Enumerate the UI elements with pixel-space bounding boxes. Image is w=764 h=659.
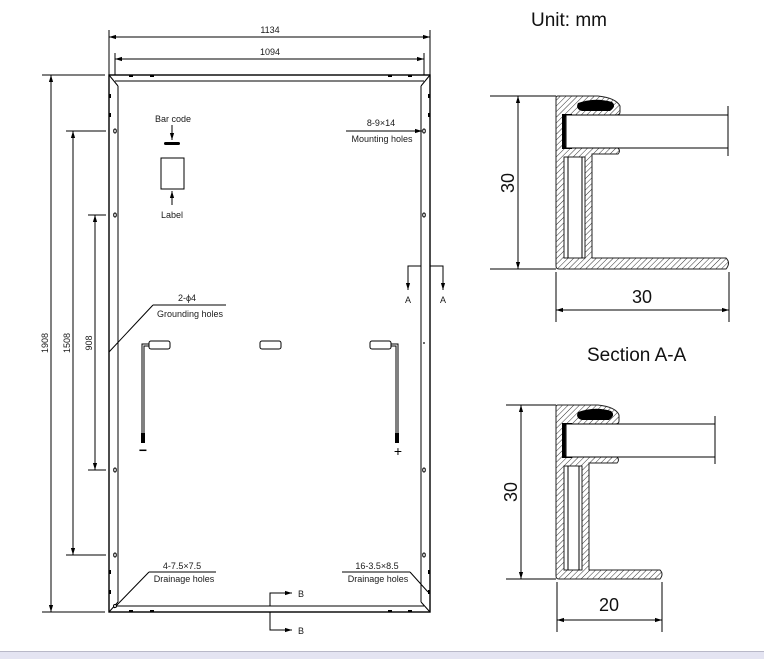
grounding-holes-spec: 2-ϕ4 (178, 293, 196, 303)
mounting-holes-spec: 8-9×14 (367, 118, 395, 128)
section-b-markers: B B (269, 589, 304, 636)
bar-code-annotation: Bar code (155, 114, 191, 145)
panel-frame-outer (108, 74, 431, 613)
label-box (160, 157, 185, 190)
junction-box-right (369, 340, 392, 350)
dim-outer-width-text: 1134 (260, 25, 279, 35)
dim-height-total-text: 1908 (40, 333, 50, 353)
dim-mount-spacing: 1508 (62, 130, 106, 556)
section-top-height-dim: 30 (498, 173, 518, 193)
dim-mount-spacing-text: 1508 (62, 333, 72, 353)
dim-outer-width: 1134 (108, 25, 431, 75)
grounding-holes-callout: 2-ϕ4 Grounding holes (108, 293, 226, 353)
drainage-right-text: Drainage holes (348, 574, 409, 584)
dim-inner-spacing: 908 (84, 214, 106, 471)
dim-height-total: 1908 (40, 74, 105, 613)
frame-slot-marks (109, 75, 430, 612)
section-aa-width-dim: 20 (599, 595, 619, 615)
grounding-holes-text: Grounding holes (157, 309, 224, 319)
drainage-left-spec: 4-7.5×7.5 (163, 561, 201, 571)
dim-inner-spacing-text: 908 (84, 335, 94, 350)
section-aa-height-dim: 30 (501, 482, 521, 502)
label-annotation: Label (160, 157, 185, 220)
section-profile-30x20: 30 20 (501, 404, 716, 632)
section-b-marker-bottom: B (298, 626, 304, 636)
positive-terminal-icon: + (394, 443, 402, 459)
section-top-width-dim: 30 (632, 287, 652, 307)
mounting-holes (113, 128, 426, 558)
drainage-right-callout: 16-3.5×8.5 Drainage holes (342, 561, 429, 593)
label-text: Label (161, 210, 183, 220)
section-profile-30x30: 30 30 (490, 95, 730, 322)
mounting-holes-callout: 8-9×14 Mounting holes (346, 118, 422, 144)
negative-terminal-icon: − (139, 442, 147, 458)
section-a-markers: A A (405, 265, 446, 305)
unit-label: Unit: mm (531, 10, 607, 31)
drainage-right-spec: 16-3.5×8.5 (355, 561, 398, 571)
section-b-marker-top: B (298, 589, 304, 599)
section-aa-title: Section A-A (587, 345, 687, 366)
dim-inner-width: 1094 (114, 47, 425, 75)
section-a-marker-left: A (405, 295, 411, 305)
front-view: 1134 1094 (40, 25, 446, 636)
junction-box-left (148, 340, 171, 350)
bar-code-text: Bar code (155, 114, 191, 124)
mounting-holes-text: Mounting holes (351, 134, 413, 144)
drainage-left-text: Drainage holes (154, 574, 215, 584)
footer-bar (0, 651, 764, 659)
junction-box-center (259, 340, 282, 350)
section-a-marker-right: A (440, 295, 446, 305)
dim-inner-width-text: 1094 (260, 47, 280, 57)
bar-code-icon (164, 142, 180, 145)
junction-boxes: − + (139, 340, 402, 459)
drainage-left-callout: 4-7.5×7.5 Drainage holes (113, 561, 216, 609)
